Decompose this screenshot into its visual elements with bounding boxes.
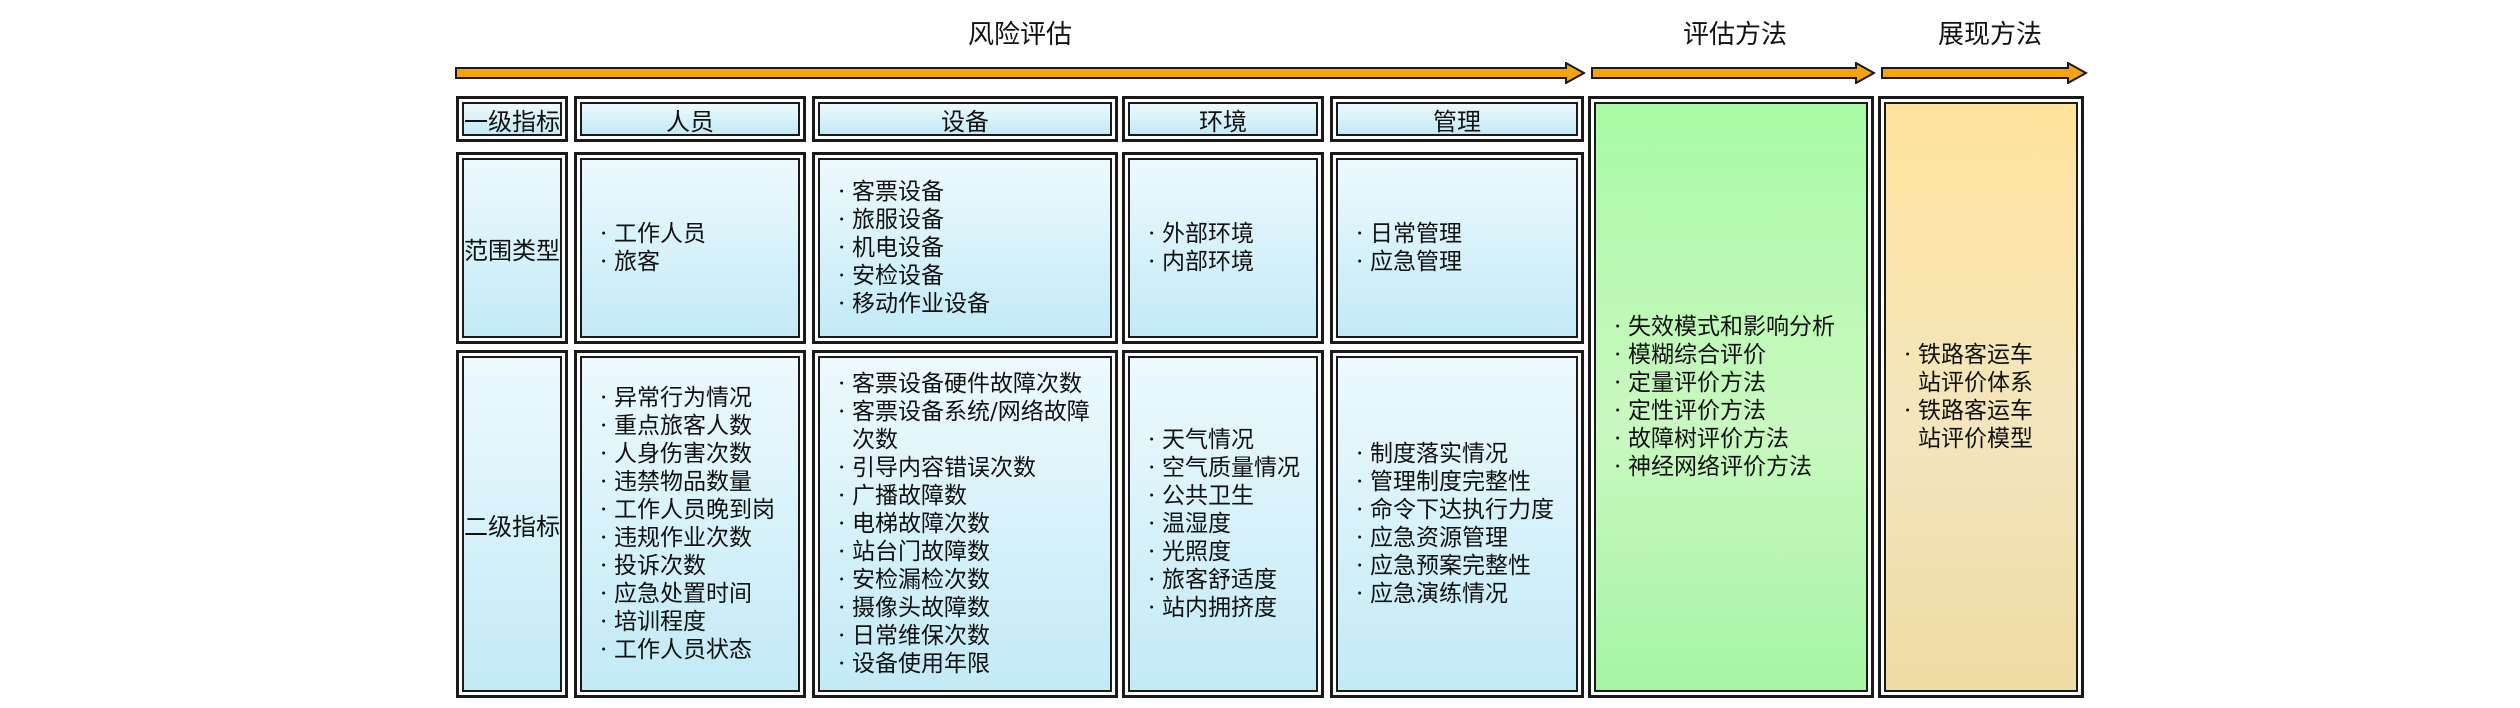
indicator-cell-equipment: 客票设备硬件故障次数 客票设备系统/网络故障次数 引导内容错误次数 广播故障数 … bbox=[812, 350, 1118, 698]
list-item: 安检漏检次数 bbox=[838, 566, 1102, 594]
list-item: 铁路客运车站评价模型 bbox=[1904, 397, 2046, 453]
indicator-cell-personnel: 异常行为情况 重点旅客人数 人身伤害次数 违禁物品数量 工作人员晚到岗 违规作业… bbox=[574, 350, 806, 698]
list-item: 工作人员晚到岗 bbox=[600, 496, 775, 524]
indicator-list-personnel: 异常行为情况 重点旅客人数 人身伤害次数 违禁物品数量 工作人员晚到岗 违规作业… bbox=[582, 384, 783, 664]
list-item: 温湿度 bbox=[1148, 510, 1300, 538]
list-item: 制度落实情况 bbox=[1356, 440, 1554, 468]
list-item: 铁路客运车站评价体系 bbox=[1904, 341, 2046, 397]
scope-list-management: 日常管理 应急管理 bbox=[1338, 220, 1470, 276]
indicator-list-equipment: 客票设备硬件故障次数 客票设备系统/网络故障次数 引导内容错误次数 广播故障数 … bbox=[820, 370, 1110, 678]
list-item: 应急管理 bbox=[1356, 248, 1462, 276]
list-item: 旅客舒适度 bbox=[1148, 566, 1300, 594]
list-item: 设备使用年限 bbox=[838, 650, 1102, 678]
list-item: 日常管理 bbox=[1356, 220, 1462, 248]
column-header-environment: 环境 bbox=[1122, 96, 1324, 142]
scope-list-personnel: 工作人员 旅客 bbox=[582, 220, 714, 276]
list-item: 重点旅客人数 bbox=[600, 412, 775, 440]
list-item: 天气情况 bbox=[1148, 426, 1300, 454]
indicator-list-environment: 天气情况 空气质量情况 公共卫生 温湿度 光照度 旅客舒适度 站内拥挤度 bbox=[1130, 426, 1308, 622]
list-item: 失效模式和影响分析 bbox=[1614, 313, 1835, 341]
assessment-method-panel: 失效模式和影响分析 模糊综合评价 定量评价方法 定性评价方法 故障树评价方法 神… bbox=[1588, 96, 1874, 698]
list-item: 故障树评价方法 bbox=[1614, 425, 1835, 453]
list-item: 投诉次数 bbox=[600, 552, 775, 580]
list-item: 应急演练情况 bbox=[1356, 580, 1554, 608]
list-item: 空气质量情况 bbox=[1148, 454, 1300, 482]
scope-list-environment: 外部环境 内部环境 bbox=[1130, 220, 1262, 276]
level1-label-cell: 一级指标 bbox=[456, 96, 568, 142]
list-item: 旅客 bbox=[600, 248, 706, 276]
list-item: 客票设备硬件故障次数 bbox=[838, 370, 1102, 398]
list-item: 广播故障数 bbox=[838, 482, 1102, 510]
risk-assessment-header: 风险评估 bbox=[967, 20, 1072, 50]
column-header-personnel: 人员 bbox=[574, 96, 806, 142]
list-item: 引导内容错误次数 bbox=[838, 454, 1102, 482]
list-item: 异常行为情况 bbox=[600, 384, 775, 412]
list-item: 应急资源管理 bbox=[1356, 524, 1554, 552]
list-item: 公共卫生 bbox=[1148, 482, 1300, 510]
column-header-management: 管理 bbox=[1330, 96, 1584, 142]
list-item: 日常维保次数 bbox=[838, 622, 1102, 650]
method-arrow bbox=[1591, 62, 1876, 84]
list-item: 违禁物品数量 bbox=[600, 468, 775, 496]
list-item: 管理制度完整性 bbox=[1356, 468, 1554, 496]
list-item: 摄像头故障数 bbox=[838, 594, 1102, 622]
method-list: 失效模式和影响分析 模糊综合评价 定量评价方法 定性评价方法 故障树评价方法 神… bbox=[1596, 313, 1843, 481]
list-item: 电梯故障次数 bbox=[838, 510, 1102, 538]
display-list: 铁路客运车站评价体系 铁路客运车站评价模型 bbox=[1886, 341, 2076, 453]
list-item: 站内拥挤度 bbox=[1148, 594, 1300, 622]
column-header-equipment: 设备 bbox=[812, 96, 1118, 142]
column-name-management: 管理 bbox=[1433, 107, 1481, 136]
column-name-environment: 环境 bbox=[1199, 107, 1247, 136]
list-item: 定量评价方法 bbox=[1614, 369, 1835, 397]
list-item: 培训程度 bbox=[600, 608, 775, 636]
risk-arrow bbox=[455, 62, 1586, 84]
list-item: 外部环境 bbox=[1148, 220, 1254, 248]
list-item: 移动作业设备 bbox=[838, 290, 990, 318]
assessment-method-header: 评估方法 bbox=[1682, 20, 1787, 50]
indicator-list-management: 制度落实情况 管理制度完整性 命令下达执行力度 应急资源管理 应急预案完整性 应… bbox=[1338, 440, 1562, 608]
list-item: 应急处置时间 bbox=[600, 580, 775, 608]
level2-label: 二级指标 bbox=[464, 512, 560, 541]
list-item: 安检设备 bbox=[838, 262, 990, 290]
column-name-personnel: 人员 bbox=[666, 107, 714, 136]
scope-label: 范围类型 bbox=[464, 236, 560, 265]
list-item: 定性评价方法 bbox=[1614, 397, 1835, 425]
scope-cell-personnel: 工作人员 旅客 bbox=[574, 152, 806, 344]
column-name-equipment: 设备 bbox=[941, 107, 989, 136]
display-arrow bbox=[1881, 62, 2088, 84]
list-item: 工作人员状态 bbox=[600, 636, 775, 664]
list-item: 客票设备 bbox=[838, 178, 990, 206]
list-item: 客票设备系统/网络故障次数 bbox=[838, 398, 1102, 454]
indicator-cell-management: 制度落实情况 管理制度完整性 命令下达执行力度 应急资源管理 应急预案完整性 应… bbox=[1330, 350, 1584, 698]
level1-label: 一级指标 bbox=[464, 107, 560, 136]
list-item: 机电设备 bbox=[838, 234, 990, 262]
list-item: 光照度 bbox=[1148, 538, 1300, 566]
list-item: 旅服设备 bbox=[838, 206, 990, 234]
scope-list-equipment: 客票设备 旅服设备 机电设备 安检设备 移动作业设备 bbox=[820, 178, 998, 318]
list-item: 工作人员 bbox=[600, 220, 706, 248]
list-item: 站台门故障数 bbox=[838, 538, 1102, 566]
display-method-panel: 铁路客运车站评价体系 铁路客运车站评价模型 bbox=[1878, 96, 2084, 698]
list-item: 违规作业次数 bbox=[600, 524, 775, 552]
indicator-cell-environment: 天气情况 空气质量情况 公共卫生 温湿度 光照度 旅客舒适度 站内拥挤度 bbox=[1122, 350, 1324, 698]
scope-cell-management: 日常管理 应急管理 bbox=[1330, 152, 1584, 344]
list-item: 人身伤害次数 bbox=[600, 440, 775, 468]
list-item: 应急预案完整性 bbox=[1356, 552, 1554, 580]
list-item: 神经网络评价方法 bbox=[1614, 453, 1835, 481]
list-item: 内部环境 bbox=[1148, 248, 1254, 276]
scope-cell-environment: 外部环境 内部环境 bbox=[1122, 152, 1324, 344]
list-item: 模糊综合评价 bbox=[1614, 341, 1835, 369]
level2-label-cell: 二级指标 bbox=[456, 350, 568, 698]
scope-cell-equipment: 客票设备 旅服设备 机电设备 安检设备 移动作业设备 bbox=[812, 152, 1118, 344]
scope-label-cell: 范围类型 bbox=[456, 152, 568, 344]
list-item: 命令下达执行力度 bbox=[1356, 496, 1554, 524]
display-method-header: 展现方法 bbox=[1937, 20, 2042, 50]
